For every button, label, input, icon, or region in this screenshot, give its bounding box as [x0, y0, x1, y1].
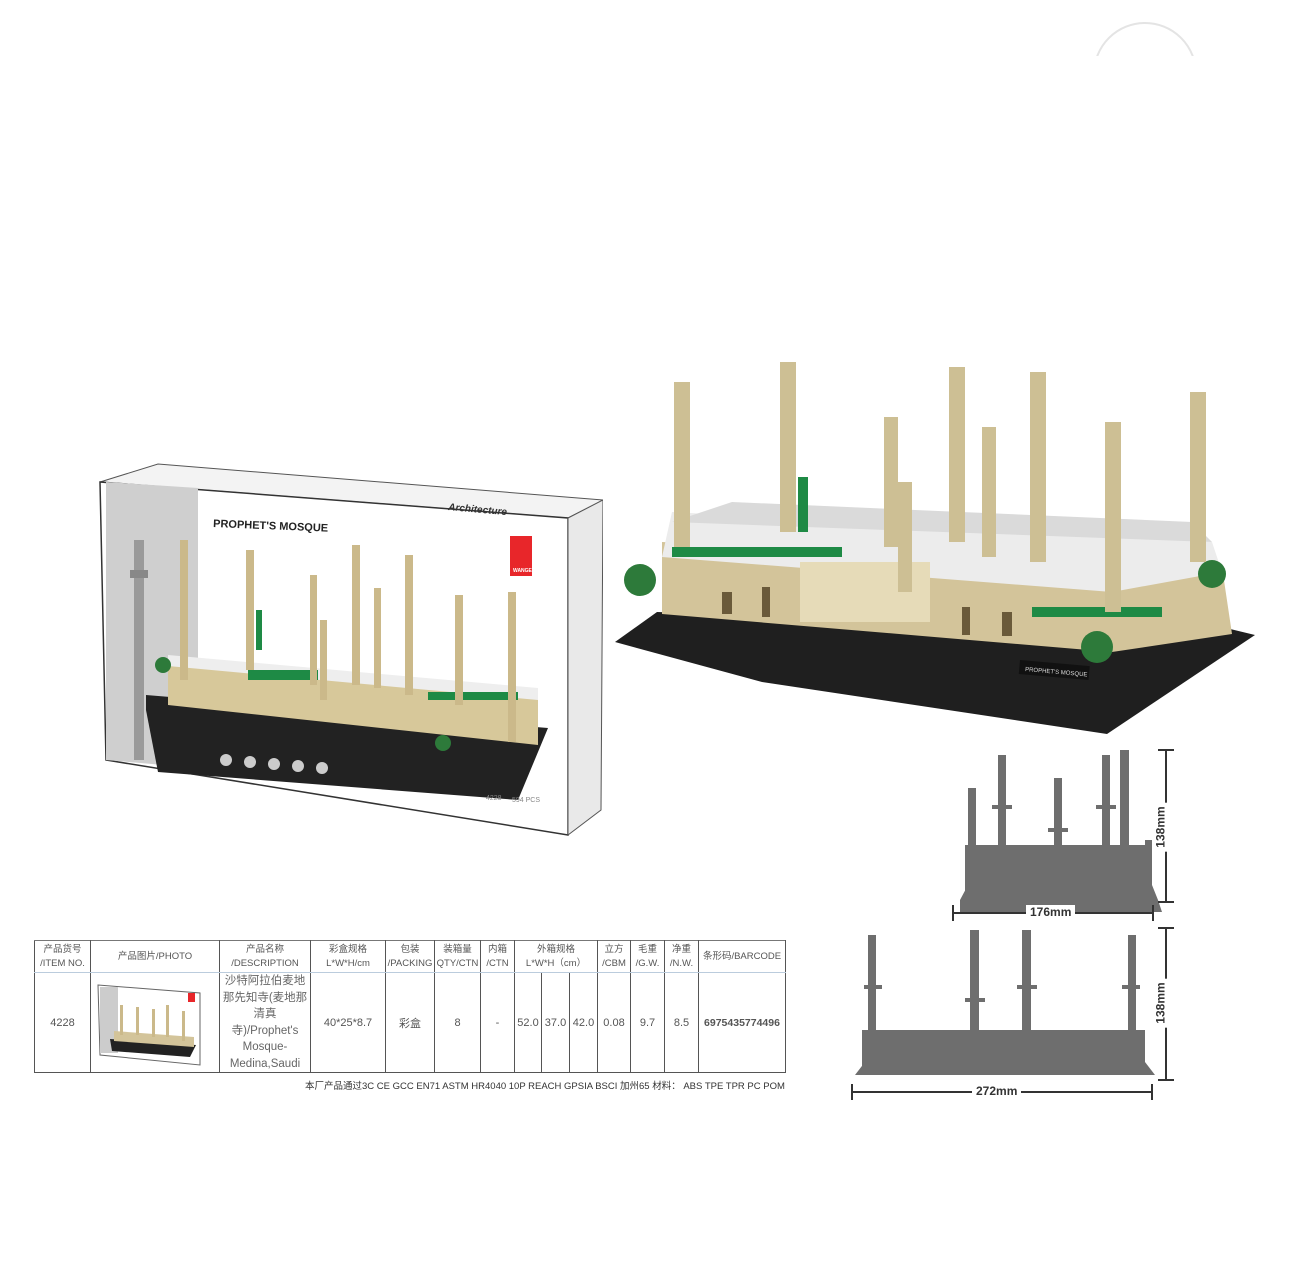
- header-cbm: 立方 /CBM: [597, 940, 631, 973]
- front-width-label: 272mm: [972, 1084, 1022, 1098]
- header-box-size: 彩盒规格 L*W*H/cm: [310, 940, 386, 973]
- cell-barcode: 6975435774496: [698, 972, 786, 1073]
- header-qty: 装箱量 QTY/CTN: [434, 940, 481, 973]
- box-piece-count: 594 PCS: [512, 797, 540, 804]
- box-series: Architecture: [447, 502, 508, 518]
- header-item-no: 产品货号 /ITEM NO.: [34, 940, 91, 973]
- cell-carton-width: 37.0: [541, 972, 570, 1073]
- assembled-model-photo: PROPHET'S MOSQUE: [612, 352, 1257, 740]
- product-spec-table: 产品货号 /ITEM NO. 产品图片/PHOTO 产品名称 /DESCRIPT…: [34, 940, 786, 1073]
- header-description: 产品名称 /DESCRIPTION: [219, 940, 311, 973]
- header-inner: 内箱 /CTN: [480, 940, 515, 973]
- box-item-number: 4228: [486, 795, 502, 802]
- header-packing: 包装 /PACKING: [385, 940, 435, 973]
- table-row: 4228 沙特阿拉伯麦地那先知寺(麦地那清真寺)/Prophet's Mosqu…: [34, 972, 786, 1073]
- front-height-label: 138mm: [1153, 978, 1168, 1028]
- dimension-diagrams: [851, 749, 1174, 1100]
- cell-item-no: 4228: [34, 972, 91, 1073]
- box-title: PROPHET'S MOSQUE: [213, 518, 328, 535]
- cell-nw: 8.5: [664, 972, 699, 1073]
- brand-name: WANGE: [513, 568, 533, 574]
- brand-logo: [510, 536, 532, 576]
- cell-box-size: 40*25*8.7: [310, 972, 386, 1073]
- side-silhouette: [960, 750, 1162, 912]
- cell-photo: [90, 972, 220, 1073]
- header-barcode: 条形码/BARCODE: [698, 940, 786, 973]
- cell-carton-length: 52.0: [514, 972, 542, 1073]
- header-photo: 产品图片/PHOTO: [90, 940, 220, 973]
- model-plaque: PROPHET'S MOSQUE: [1025, 667, 1088, 678]
- side-height-label: 138mm: [1153, 802, 1168, 852]
- table-header-row: 产品货号 /ITEM NO. 产品图片/PHOTO 产品名称 /DESCRIPT…: [34, 940, 786, 973]
- product-thumbnail: [96, 979, 214, 1067]
- cell-description: 沙特阿拉伯麦地那先知寺(麦地那清真寺)/Prophet's Mosque-Med…: [219, 972, 311, 1073]
- certification-footnote: 本厂产品通过3C CE GCC EN71 ASTM HR4040 10P REA…: [305, 1081, 785, 1092]
- header-carton-size: 外箱规格 L*W*H（cm）: [514, 940, 598, 973]
- decorative-circle: [1093, 22, 1197, 56]
- front-silhouette: [855, 930, 1155, 1075]
- cell-cbm: 0.08: [597, 972, 631, 1073]
- cell-packing: 彩盒: [385, 972, 435, 1073]
- header-gw: 毛重 /G.W.: [630, 940, 665, 973]
- cell-qty: 8: [434, 972, 481, 1073]
- cell-carton-height: 42.0: [569, 972, 598, 1073]
- product-box-photo: PROPHET'S MOSQUE Architecture WANGE 4228…: [98, 460, 605, 840]
- cell-gw: 9.7: [630, 972, 665, 1073]
- cell-inner: -: [480, 972, 515, 1073]
- side-width-label: 176mm: [1026, 905, 1076, 919]
- header-nw: 净重 /N.W.: [664, 940, 699, 973]
